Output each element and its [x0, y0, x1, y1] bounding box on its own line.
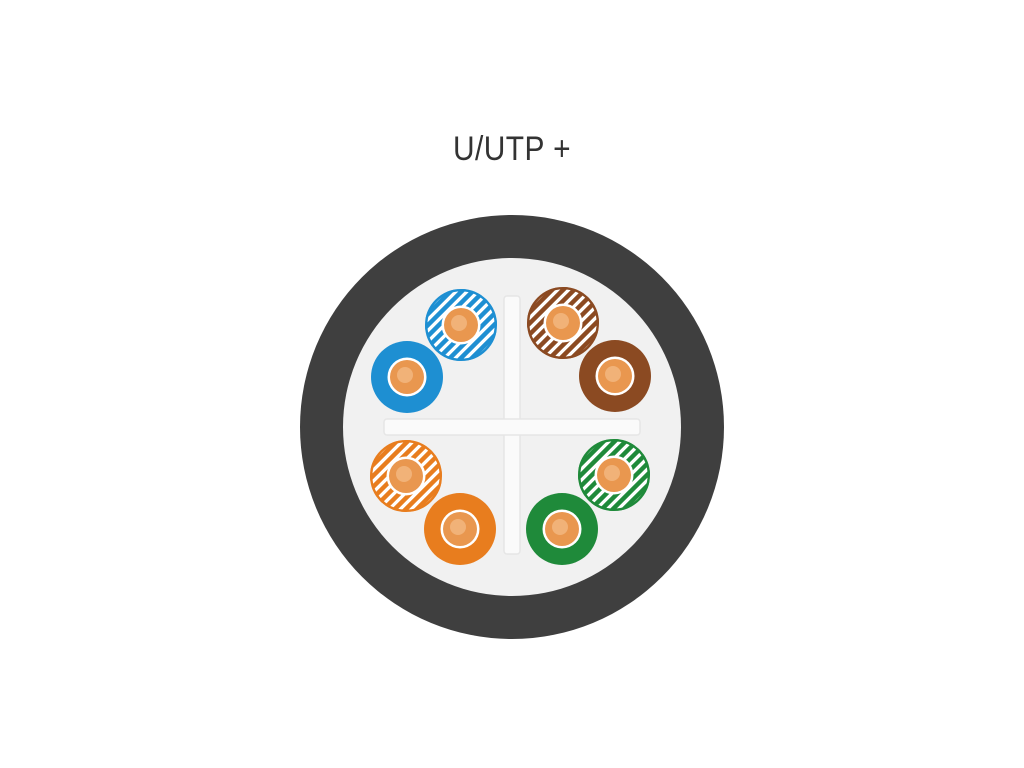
- conductor-highlight: [553, 313, 569, 329]
- wire-orange: [424, 493, 496, 565]
- conductor-highlight: [552, 519, 568, 535]
- wire-green: [526, 493, 598, 565]
- pair-green: [526, 439, 651, 565]
- conductor-highlight: [397, 367, 413, 383]
- wire-green-white: [578, 439, 651, 512]
- conductor-highlight: [396, 466, 412, 482]
- pair-orange: [370, 440, 496, 565]
- wire-blue: [371, 341, 443, 413]
- conductor-highlight: [451, 315, 467, 331]
- conductor-highlight: [604, 465, 620, 481]
- conductor-highlight: [605, 366, 621, 382]
- wire-brown-white: [527, 287, 600, 360]
- conductor-highlight: [450, 519, 466, 535]
- cross-separator: [383, 295, 641, 555]
- pair-blue: [371, 289, 498, 413]
- wire-blue-white: [425, 289, 498, 362]
- separator-horizontal: [383, 418, 641, 436]
- pair-brown: [527, 287, 651, 412]
- wire-orange-white: [370, 440, 443, 513]
- wire-brown: [579, 340, 651, 412]
- diagram-title: U/UTP +: [452, 130, 572, 168]
